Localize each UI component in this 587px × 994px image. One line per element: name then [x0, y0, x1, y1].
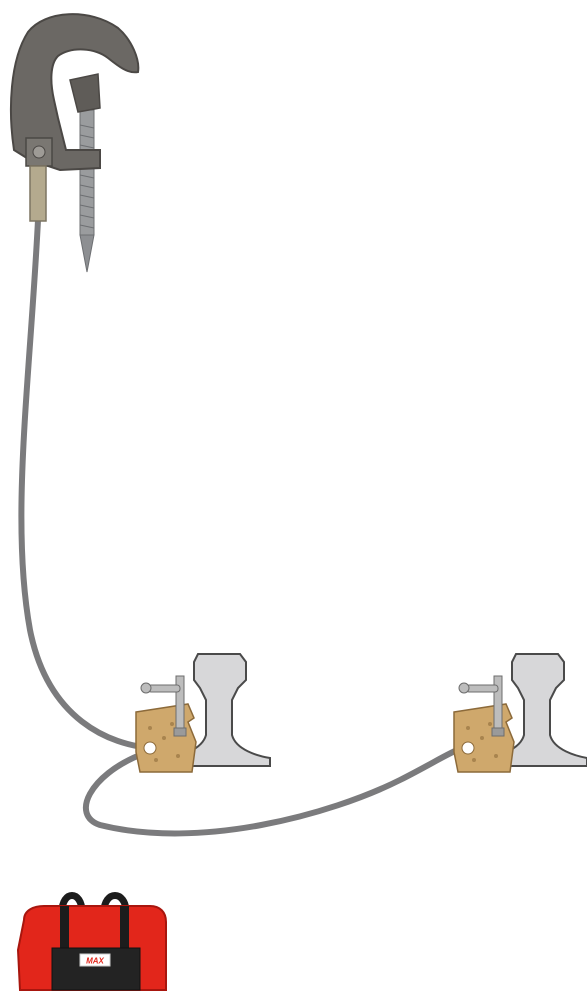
cable-lower	[82, 745, 465, 837]
carry-bag: MAX	[16, 892, 167, 991]
rail-clamp-left	[135, 675, 197, 773]
rail-clamp-right	[453, 675, 515, 773]
overhead-line-clamp	[9, 13, 140, 273]
rail-right	[483, 653, 587, 767]
bag-logo: MAX	[86, 957, 104, 966]
rail-left	[165, 653, 271, 767]
cable-upper	[18, 217, 155, 751]
